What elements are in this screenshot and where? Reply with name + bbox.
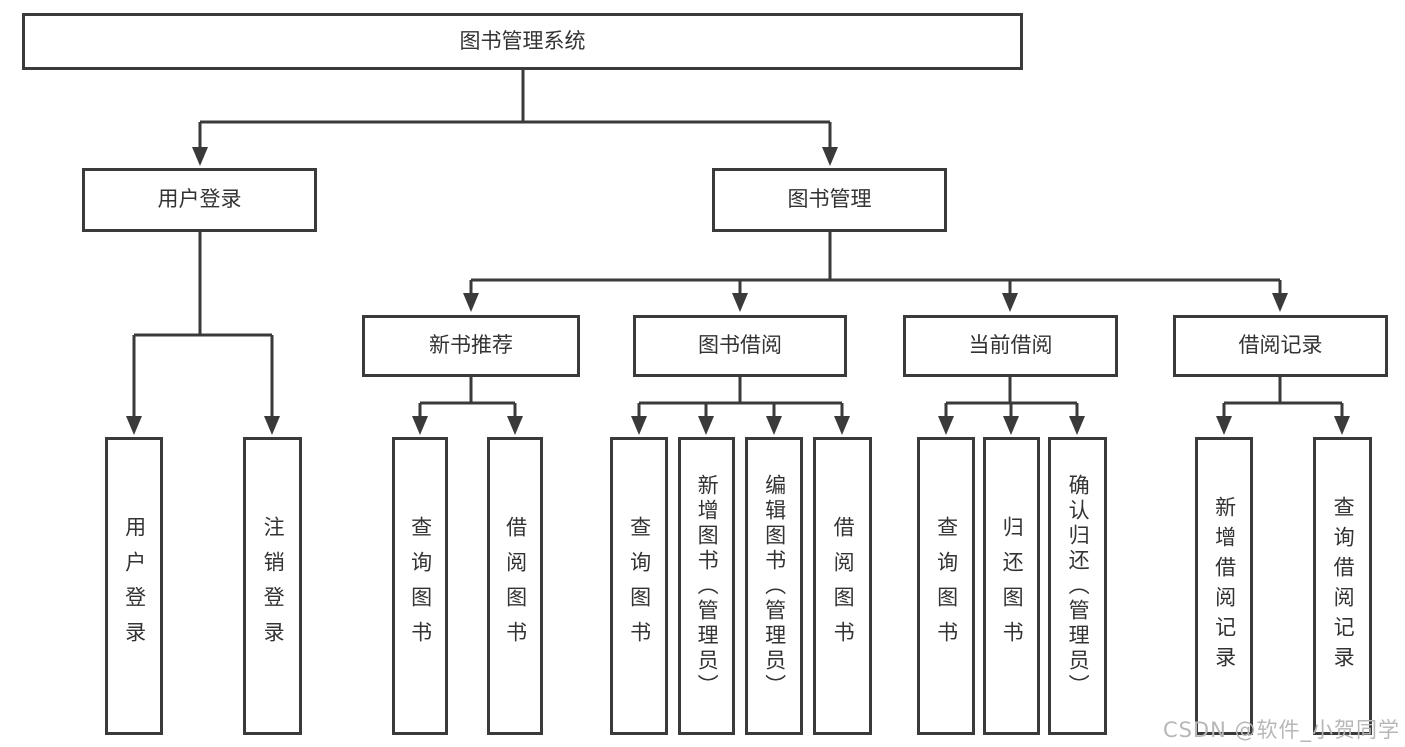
node-library-management-system: 图书管理系统 <box>22 13 1023 70</box>
leaf-confirm-return-admin: 确认归还（管理员） <box>1048 437 1107 735</box>
leaf-borrow-books-borrowing: 借阅图书 <box>813 437 872 735</box>
node-new-book-recommendation: 新书推荐 <box>362 315 580 377</box>
leaf-edit-books-admin: 编辑图书（管理员） <box>745 437 803 735</box>
leaf-user-login: 用户登录 <box>105 437 163 735</box>
leaf-logout-login: 注销登录 <box>243 437 302 735</box>
leaf-query-books-recommendation: 查询图书 <box>392 437 448 735</box>
leaf-return-books: 归还图书 <box>983 437 1040 735</box>
node-current-borrowing: 当前借阅 <box>903 315 1118 377</box>
leaf-query-books-borrowing: 查询图书 <box>610 437 668 735</box>
node-user-login: 用户登录 <box>82 168 317 232</box>
leaf-query-borrowing-record: 查询借阅记录 <box>1313 437 1372 735</box>
arrowhead-icons <box>126 147 1350 435</box>
watermark-text: CSDN @软件_小贺同学 <box>1162 718 1400 742</box>
leaf-add-borrowing-record: 新增借阅记录 <box>1195 437 1253 735</box>
leaf-borrow-books-recommendation: 借阅图书 <box>487 437 543 735</box>
node-borrowing-records: 借阅记录 <box>1173 315 1388 377</box>
leaf-query-books-current: 查询图书 <box>917 437 975 735</box>
node-book-borrowing: 图书借阅 <box>633 315 847 377</box>
leaf-add-books-admin: 新增图书（管理员） <box>678 437 735 735</box>
node-book-management: 图书管理 <box>712 168 947 232</box>
